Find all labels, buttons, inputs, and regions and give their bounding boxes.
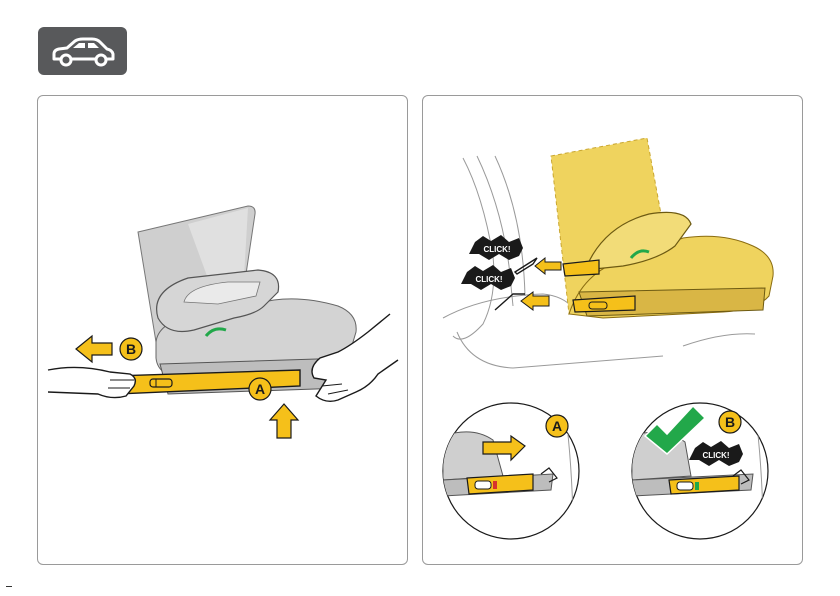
click-top-text: CLICK!	[483, 245, 510, 254]
arrow-up-icon	[270, 404, 298, 438]
page-edge-mark	[6, 586, 12, 587]
detail-b-click-text: CLICK!	[702, 451, 729, 460]
panel-install-extend: B A	[37, 95, 408, 565]
illustration-extend-latch: B A	[38, 96, 408, 565]
illustration-attach-isofix: CLICK! CLICK! A	[423, 96, 803, 565]
arrow-left-icon	[76, 336, 112, 362]
step-badge	[38, 27, 127, 75]
arrow-left-top-icon	[535, 258, 561, 274]
detail-a: A	[443, 396, 579, 539]
label-b: B	[126, 341, 136, 357]
car-icon	[38, 27, 127, 75]
click-bottom-text: CLICK!	[475, 275, 502, 284]
panel-install-attach: CLICK! CLICK! A	[422, 95, 803, 565]
detail-b: CLICK! B	[632, 396, 768, 539]
label-a: A	[255, 381, 265, 397]
detail-a-label: A	[552, 418, 562, 434]
detail-b-label: B	[725, 414, 735, 430]
